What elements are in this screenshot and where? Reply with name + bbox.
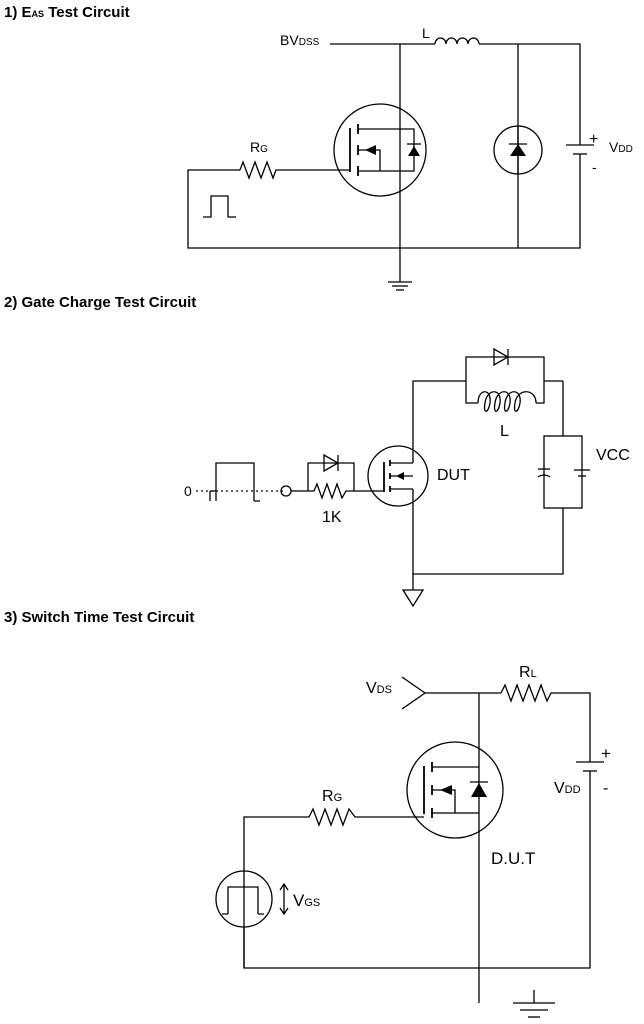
section-3-title: 3) Switch Time Test Circuit: [4, 609, 195, 626]
drain-wire: [412, 380, 466, 463]
vcc-label: VCC: [596, 447, 630, 464]
ground-icon: [388, 281, 412, 291]
ground-icon: [513, 990, 555, 1018]
bottom-right-wire: [478, 771, 591, 1003]
resistor-rg: [243, 807, 405, 968]
bottom-left-wire: [243, 927, 479, 969]
vdd-plus-label: +: [589, 131, 598, 148]
bvdss-label: BVDSS: [280, 32, 320, 48]
resistor-rg: [239, 160, 330, 180]
pulse-source: [203, 195, 236, 218]
parallel-branch: [307, 462, 355, 491]
vdd-label: VDD: [554, 780, 581, 797]
zero-label: 0: [184, 483, 192, 499]
dut-mosfet: [367, 445, 429, 507]
vgs-label: VGS: [293, 891, 320, 910]
resistor-rl: [500, 683, 591, 762]
section-2-title: 2) Gate Charge Test Circuit: [4, 294, 197, 311]
vdd-label: VDD: [609, 139, 633, 155]
rg-label: RG: [250, 139, 268, 155]
resistor-1k: [308, 482, 370, 500]
dut-label: D.U.T: [491, 849, 535, 868]
inductor-l: [434, 37, 480, 45]
rg-label: RG: [322, 788, 342, 805]
flyback-diode: [493, 347, 510, 367]
vdd-minus-label: -: [603, 780, 608, 797]
top-right-wire: [479, 43, 581, 145]
vds-arrow: [401, 676, 427, 710]
vdd-plus-label: +: [601, 744, 611, 763]
battery-symbol: [574, 469, 590, 477]
inductor-label: L: [422, 25, 430, 41]
mosfet-symbol: [330, 103, 427, 197]
vdd-minus-label: -: [592, 159, 597, 175]
section-1-title: 1) EAS Test Circuit: [4, 4, 130, 21]
inductor-label: L: [500, 423, 509, 440]
inductor-l: [477, 391, 537, 412]
gate-charge-test-circuit: 0 1K DUT L VCC: [184, 347, 630, 608]
capacitor-symbol: [537, 468, 551, 478]
vds-label: VDS: [366, 680, 392, 697]
bottom-loop-wire: [187, 154, 581, 249]
resistor-label: 1K: [322, 509, 342, 526]
vgs-arrow: [279, 882, 289, 916]
source-return-wire: [412, 489, 564, 575]
vdd-battery: [576, 761, 604, 772]
ground-icon: [401, 589, 425, 608]
rl-label: RL: [519, 664, 537, 681]
dut-label: DUT: [437, 467, 470, 484]
gate-diode: [323, 453, 340, 473]
eas-test-circuit: BVDSS L RG + VDD -: [187, 25, 633, 291]
diode-symbol: [493, 125, 543, 175]
dut-mosfet: [405, 741, 504, 839]
inductor-branch: [465, 356, 545, 404]
vcc-capacitor-bank: [543, 435, 583, 509]
switch-time-test-circuit: VDS RL RG + VDD - D.U.T VGS: [215, 664, 611, 1018]
pulse-shape: [210, 462, 255, 492]
